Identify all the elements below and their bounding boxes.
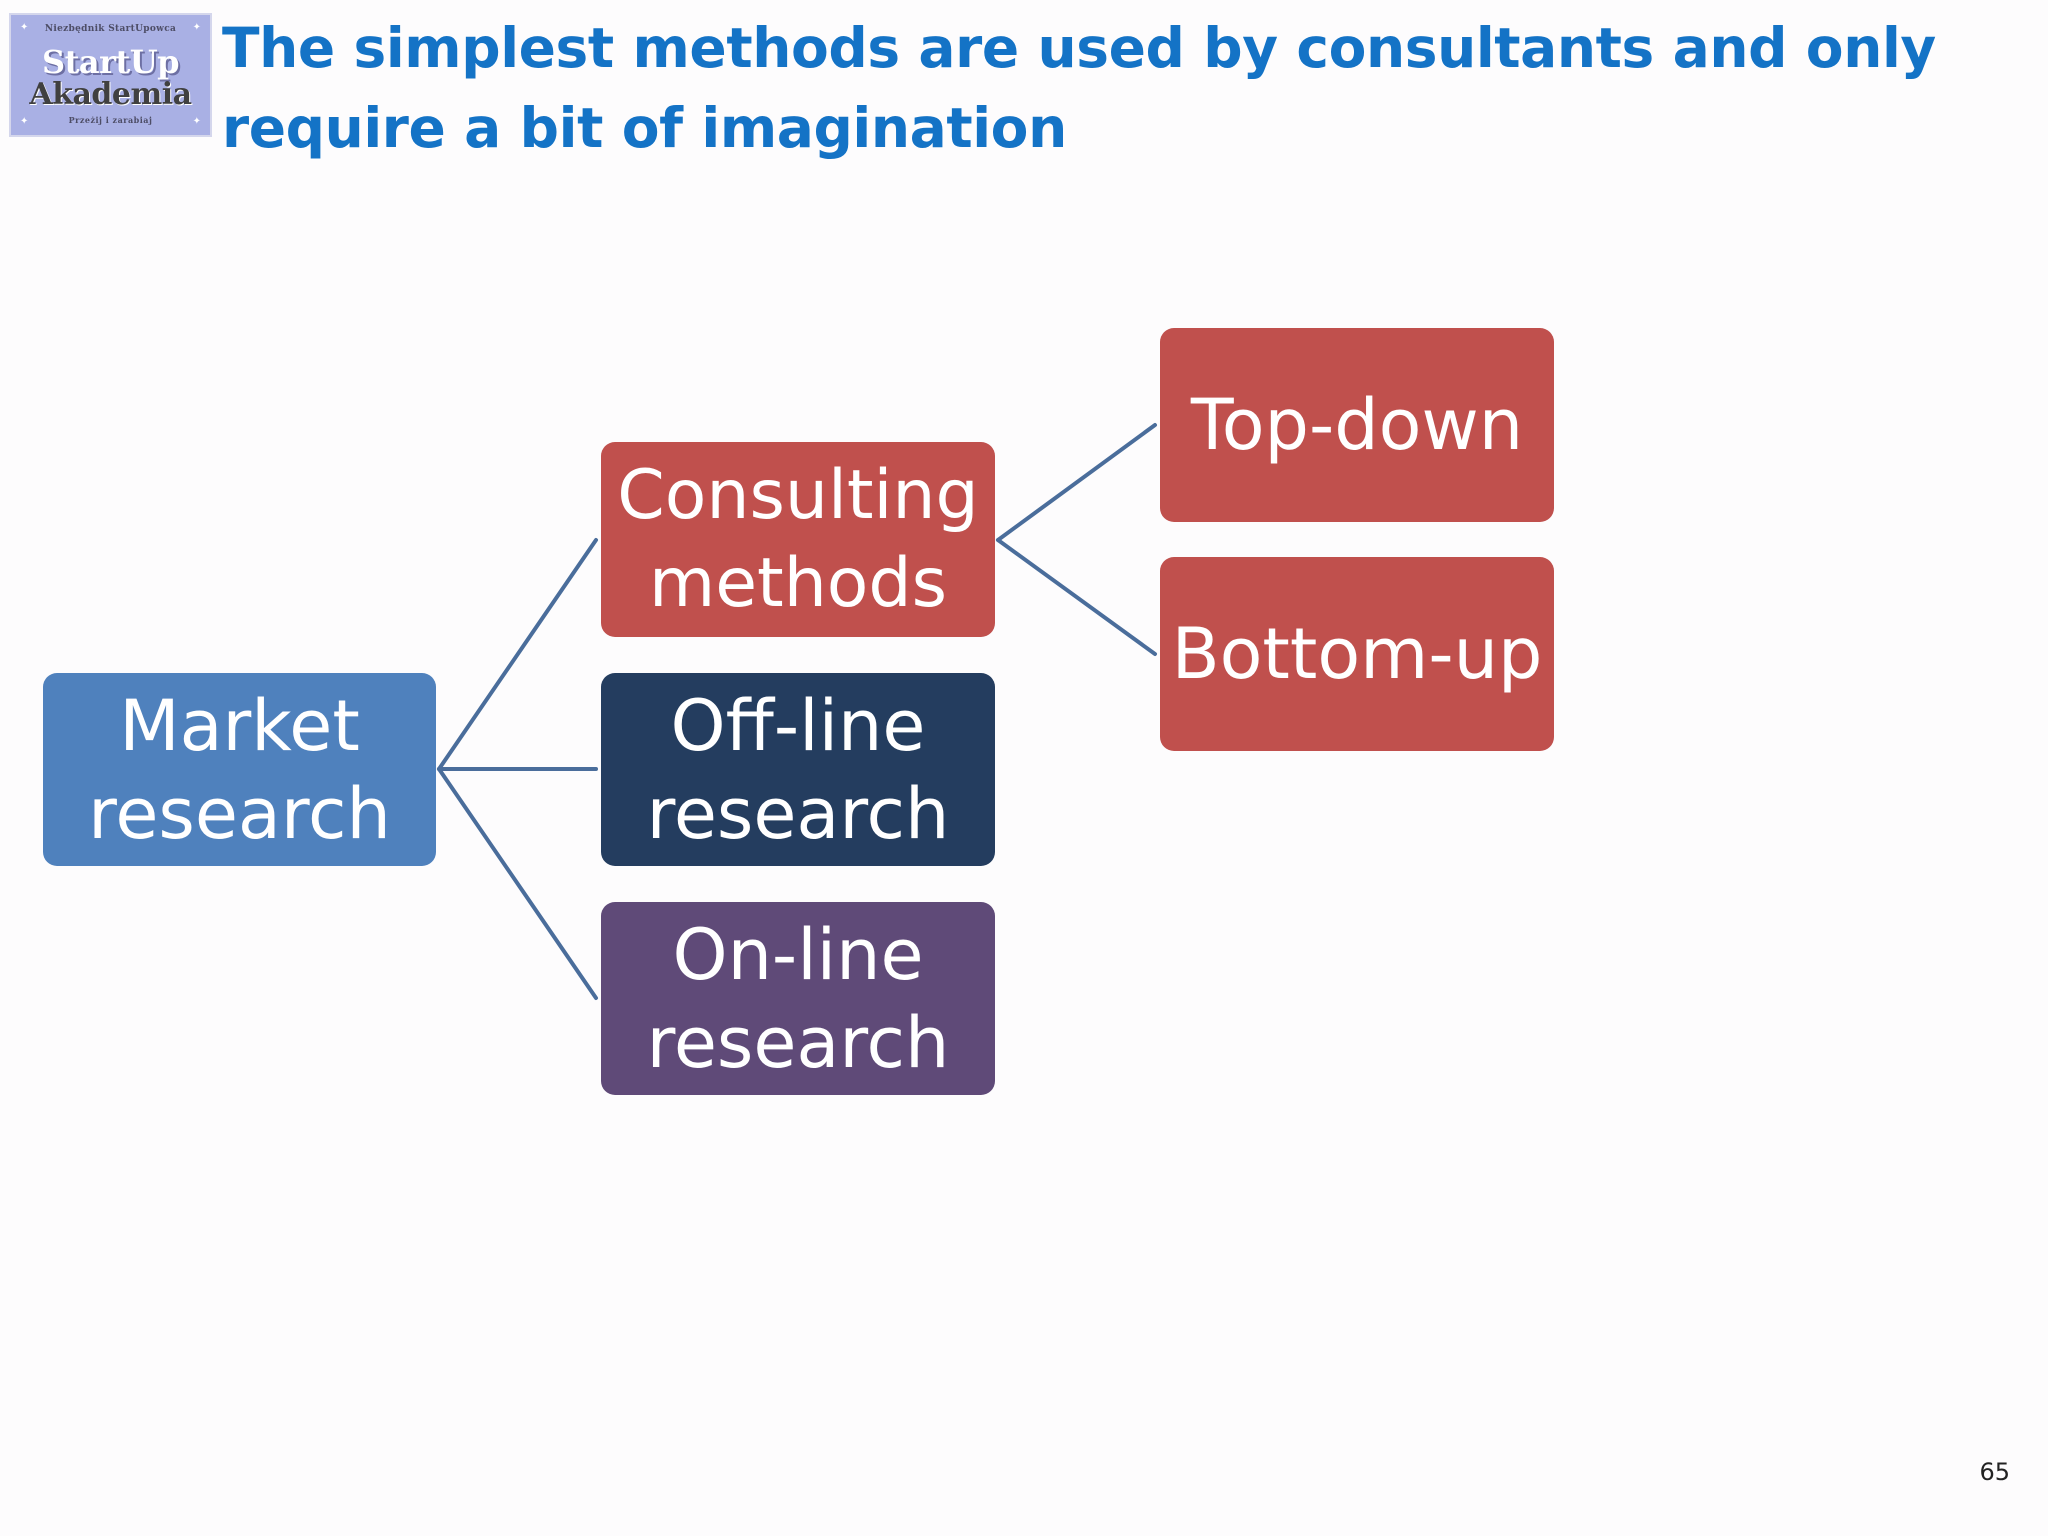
connector-consulting-to-bottomup (996, 538, 1157, 656)
node-top-down: Top-down (1160, 328, 1554, 522)
node-online-research-line1: On-line (672, 913, 924, 996)
node-consulting-methods: Consulting methods (601, 442, 995, 637)
node-offline-research-line2: research (646, 772, 950, 855)
page-number: 65 (1979, 1458, 2010, 1486)
startup-akademia-logo: ✦ ✦ ✦ ✦ Niezbędnik StartUpowca StartUp A… (9, 13, 212, 137)
logo-corner-star-icon: ✦ (192, 22, 201, 33)
connector-market-to-consulting (437, 538, 598, 771)
logo-tagline: Niezbędnik StartUpowca (44, 24, 177, 34)
logo-akademia-text: Akademia (29, 77, 192, 112)
node-consulting-methods-line1: Consulting (617, 455, 979, 535)
node-top-down-label: Top-down (1190, 384, 1524, 466)
node-offline-research: Off-line research (601, 673, 995, 866)
node-online-research-line2: research (646, 1001, 950, 1084)
logo-corner-star-icon: ✦ (20, 116, 29, 127)
node-offline-research-line1: Off-line (670, 684, 926, 767)
slide-title: The simplest methods are used by consult… (222, 16, 1936, 160)
node-market-research-line2: research (88, 772, 391, 855)
logo-corner-star-icon: ✦ (20, 22, 29, 33)
node-online-research: On-line research (601, 902, 995, 1095)
node-consulting-methods-line2: methods (648, 543, 947, 623)
logo-corner-star-icon: ✦ (192, 116, 201, 127)
connector-market-to-online (437, 767, 598, 1000)
node-market-research: Market research (43, 673, 436, 866)
logo-startup-text: StartUp (41, 43, 180, 81)
connector-consulting-to-topdown (996, 423, 1157, 542)
node-market-research-line1: Market (119, 684, 360, 767)
node-bottom-up-label: Bottom-up (1171, 613, 1543, 695)
node-bottom-up: Bottom-up (1160, 557, 1554, 751)
logo-motto: Przeżij i zarabiaj (68, 115, 153, 125)
